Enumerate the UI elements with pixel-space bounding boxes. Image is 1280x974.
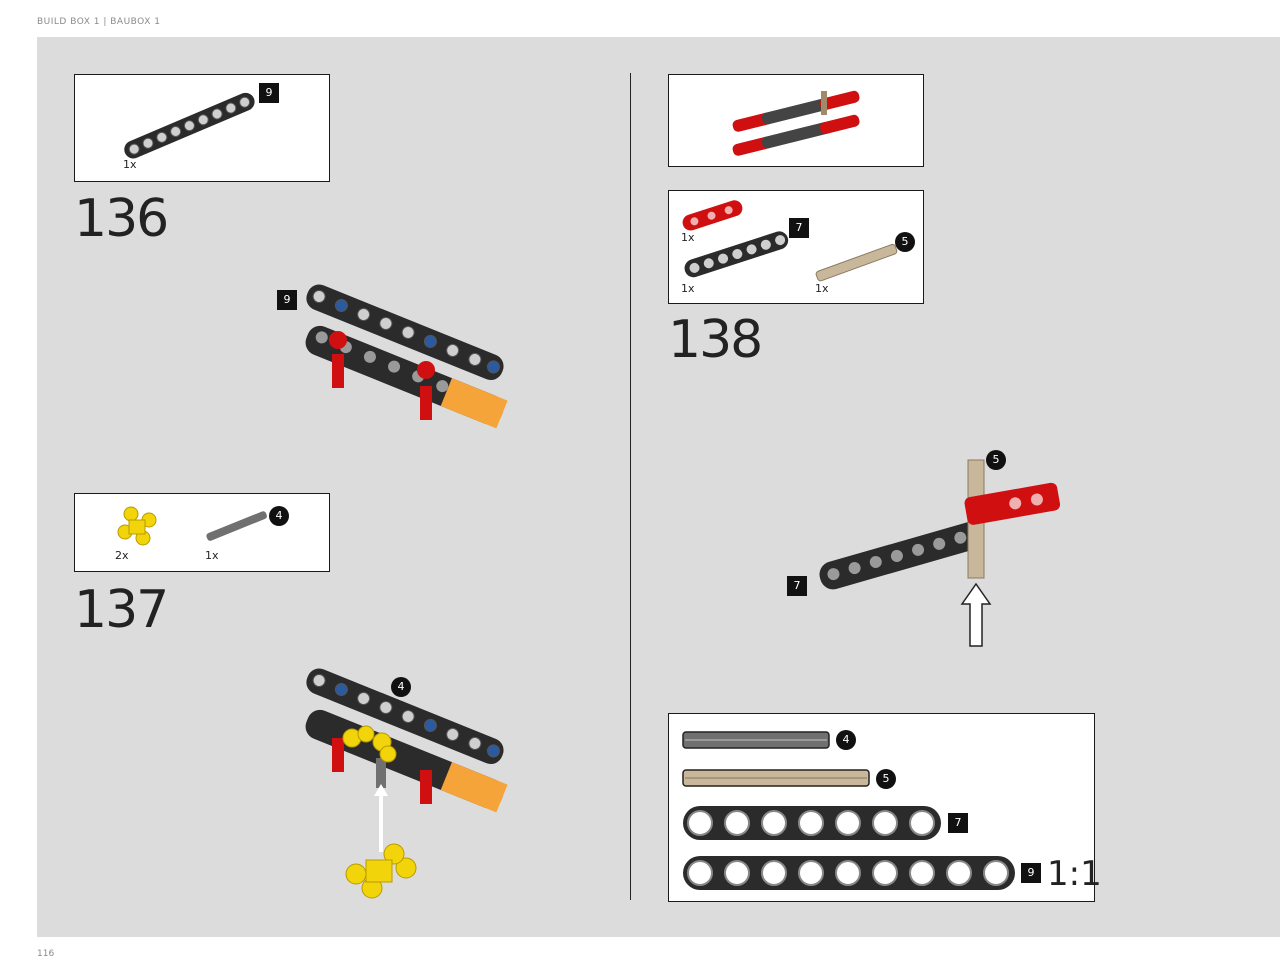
model-step-138: [819, 459, 1061, 647]
model-step-136: [305, 284, 508, 429]
beam-7-part-image: [684, 231, 789, 278]
red-lever-part-image: [682, 200, 743, 231]
scale-ratio-label: 1:1: [1047, 854, 1102, 894]
legend-beam-7-image: [683, 806, 941, 840]
legend-id-axle-4: 4: [836, 730, 856, 750]
qty-label-beam: 1x: [681, 282, 695, 295]
part-id-badge-beam: 7: [789, 218, 809, 238]
legend-id-beam-9: 9: [1021, 863, 1041, 883]
model-callout-axle-4: 4: [391, 677, 411, 697]
subassembly-preview-box: [668, 74, 924, 167]
parts-box-137: 2x 1x 4: [74, 493, 330, 572]
part-id-badge-axle: 4: [269, 506, 289, 526]
axle-5-part-image: [815, 243, 898, 282]
axle-4-part-image: [206, 511, 267, 541]
beam-9-part-image: [124, 92, 255, 159]
subassembly-preview-image: [732, 90, 860, 156]
page-number: 116: [37, 949, 55, 959]
model-callout-axle-5: 5: [986, 450, 1006, 470]
qty-label-red: 1x: [681, 231, 695, 244]
cross-block-part-image: [117, 506, 157, 546]
legend-id-beam-7: 7: [948, 813, 968, 833]
legend-axle-5-image: [682, 769, 870, 787]
model-callout-beam-9: 9: [277, 290, 297, 310]
column-divider: [630, 73, 631, 900]
model-callout-beam-7: 7: [787, 576, 807, 596]
step-number-137: 137: [74, 580, 169, 640]
parts-box-136: 1x 9: [74, 74, 330, 182]
qty-label-axle: 1x: [205, 549, 219, 562]
page-header: BUILD BOX 1 | BAUBOX 1: [37, 17, 161, 27]
part-id-badge: 9: [259, 83, 279, 103]
step-number-138: 138: [668, 310, 763, 370]
scale-legend-box: 4 5 7 9 1:1: [668, 713, 1102, 902]
legend-axle-4-image: [682, 731, 830, 749]
legend-id-axle-5: 5: [876, 769, 896, 789]
parts-box-138: 1x 1x 7 1x 5: [668, 190, 924, 304]
qty-label-axle-5: 1x: [815, 282, 829, 295]
part-id-badge-axle-5: 5: [895, 232, 915, 252]
model-step-137: [305, 668, 508, 899]
legend-beam-9-image: [683, 856, 1015, 890]
qty-label-cross: 2x: [115, 549, 129, 562]
step-number-136: 136: [74, 189, 169, 249]
qty-label: 1x: [123, 158, 137, 171]
